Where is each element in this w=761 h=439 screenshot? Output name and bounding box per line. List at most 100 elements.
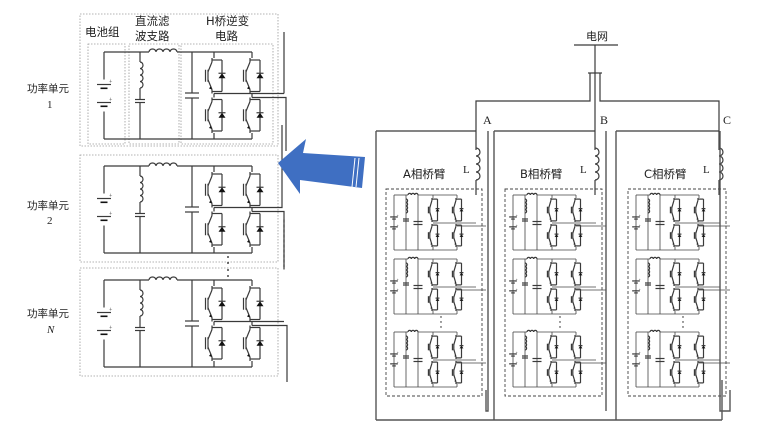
arm-b-label: B相桥臂 [520, 167, 563, 181]
series-inductor-icon [407, 192, 419, 196]
inductor-b-label: L [580, 164, 587, 176]
dc-link-capacitor-icon [185, 206, 199, 213]
battery-icon: ++ [97, 194, 113, 222]
battery-icon: ++ [390, 277, 399, 294]
battery-header: 电池组 [85, 25, 120, 39]
lower-igbt-icon [204, 325, 226, 361]
lower-igbt-icon [693, 361, 706, 384]
arm-a-label: A相桥臂 [403, 167, 446, 181]
filter-inductor-icon [524, 198, 528, 214]
svg-text:+: + [109, 212, 113, 218]
filter-inductor-icon [647, 198, 651, 214]
terminal-c-label: C [723, 113, 731, 127]
svg-text:+: + [397, 223, 399, 227]
dc-link-capacitor-icon [655, 220, 665, 226]
filter-inductor-icon [139, 175, 144, 203]
series-inductor-icon [407, 256, 419, 260]
ellipsis-dot [227, 256, 229, 258]
ellipsis-dot [227, 275, 229, 277]
lower-igbt-icon [669, 224, 682, 247]
power-unit-circuit-3: ++ [97, 276, 288, 382]
filter-capacitor-icon [135, 326, 145, 332]
power-unit-circuit-2: ++ [97, 125, 285, 270]
battery-icon: ++ [632, 213, 641, 230]
filter-inductor-icon [524, 262, 528, 278]
upper-igbt-icon [570, 198, 583, 222]
ellipsis-dot [682, 321, 684, 323]
series-inductor-icon [148, 162, 178, 167]
svg-text:+: + [516, 223, 518, 227]
filter-inductor-icon [139, 289, 144, 317]
svg-text:+: + [397, 287, 399, 291]
lower-igbt-icon [242, 211, 264, 247]
svg-text:+: + [397, 213, 399, 217]
upper-igbt-icon [427, 198, 440, 222]
arm-inductor-icon [718, 147, 724, 181]
ellipsis-dot [227, 269, 229, 271]
unit-n-label: 功率单元 [27, 307, 69, 320]
dc-link-capacitor-icon [532, 220, 542, 226]
ellipsis-dot [440, 321, 442, 323]
series-inductor-icon [526, 329, 538, 333]
upper-igbt-icon [451, 262, 464, 286]
svg-text:+: + [516, 277, 518, 281]
lower-igbt-icon [570, 288, 583, 311]
arm-c-label: C相桥臂 [644, 167, 687, 181]
svg-text:+: + [109, 80, 113, 86]
arm-cell-2: ++ [390, 256, 486, 315]
filter-capacitor-icon [403, 355, 409, 359]
dc-link-capacitor-icon [655, 357, 665, 363]
svg-text:+: + [397, 277, 399, 281]
svg-text:+: + [516, 213, 518, 217]
upper-igbt-icon [242, 172, 264, 208]
lower-igbt-icon [427, 224, 440, 247]
lower-igbt-icon [451, 224, 464, 247]
power-unit-detail-panel: 电池组 直流滤 波支路 H桥逆变 电路 功率单元 1 功率单元 2 功率单元 N… [27, 13, 288, 382]
battery-section-box [87, 43, 126, 145]
upper-igbt-icon [570, 262, 583, 286]
upper-igbt-icon [546, 335, 559, 359]
filter-inductor-icon [139, 61, 144, 89]
arm-cell-3: ++ [509, 329, 606, 388]
upper-igbt-icon [427, 262, 440, 286]
bridge-arm-box [504, 188, 603, 397]
svg-text:+: + [639, 350, 641, 354]
upper-igbt-icon [451, 198, 464, 222]
filter-inductor-icon [405, 198, 409, 214]
h-bridge-header-line1: H桥逆变 [206, 14, 249, 28]
arm-cell-1: ++ [632, 192, 730, 251]
series-inductor-icon [649, 192, 661, 196]
ellipsis-dot [559, 326, 561, 328]
power-unit-circuit-1: ++ [97, 32, 287, 151]
filter-inductor-icon [405, 335, 409, 351]
phase-b-branch: ++++++ [493, 130, 607, 420]
svg-text:+: + [639, 223, 641, 227]
upper-igbt-icon [570, 335, 583, 359]
ellipsis-dot [440, 326, 442, 328]
lower-igbt-icon [546, 361, 559, 384]
battery-icon: ++ [390, 213, 399, 230]
bridge-arm-box [627, 188, 727, 397]
upper-igbt-icon [546, 198, 559, 222]
svg-text:+: + [109, 326, 113, 332]
svg-text:+: + [516, 350, 518, 354]
upper-igbt-icon [204, 58, 226, 94]
h-bridge-header-line2: 电路 [215, 29, 238, 43]
ellipsis-dot [682, 316, 684, 318]
grid-label: 电网 [586, 30, 608, 43]
arm-cell-3: ++ [390, 329, 486, 388]
bridge-arm-box [385, 188, 483, 397]
inductor-c-label: L [703, 164, 710, 176]
upper-igbt-icon [242, 58, 264, 94]
upper-igbt-icon [204, 286, 226, 322]
battery-icon: ++ [390, 350, 399, 367]
arm-cell-1: ++ [390, 192, 486, 251]
ellipsis-dot [559, 316, 561, 318]
series-inductor-icon [649, 256, 661, 260]
lower-igbt-icon [451, 288, 464, 311]
lower-igbt-icon [570, 224, 583, 247]
left-arrow-icon [278, 139, 365, 194]
svg-text:+: + [109, 98, 113, 104]
filter-capacitor-icon [645, 282, 651, 286]
arm-cell-2: ++ [509, 256, 606, 315]
